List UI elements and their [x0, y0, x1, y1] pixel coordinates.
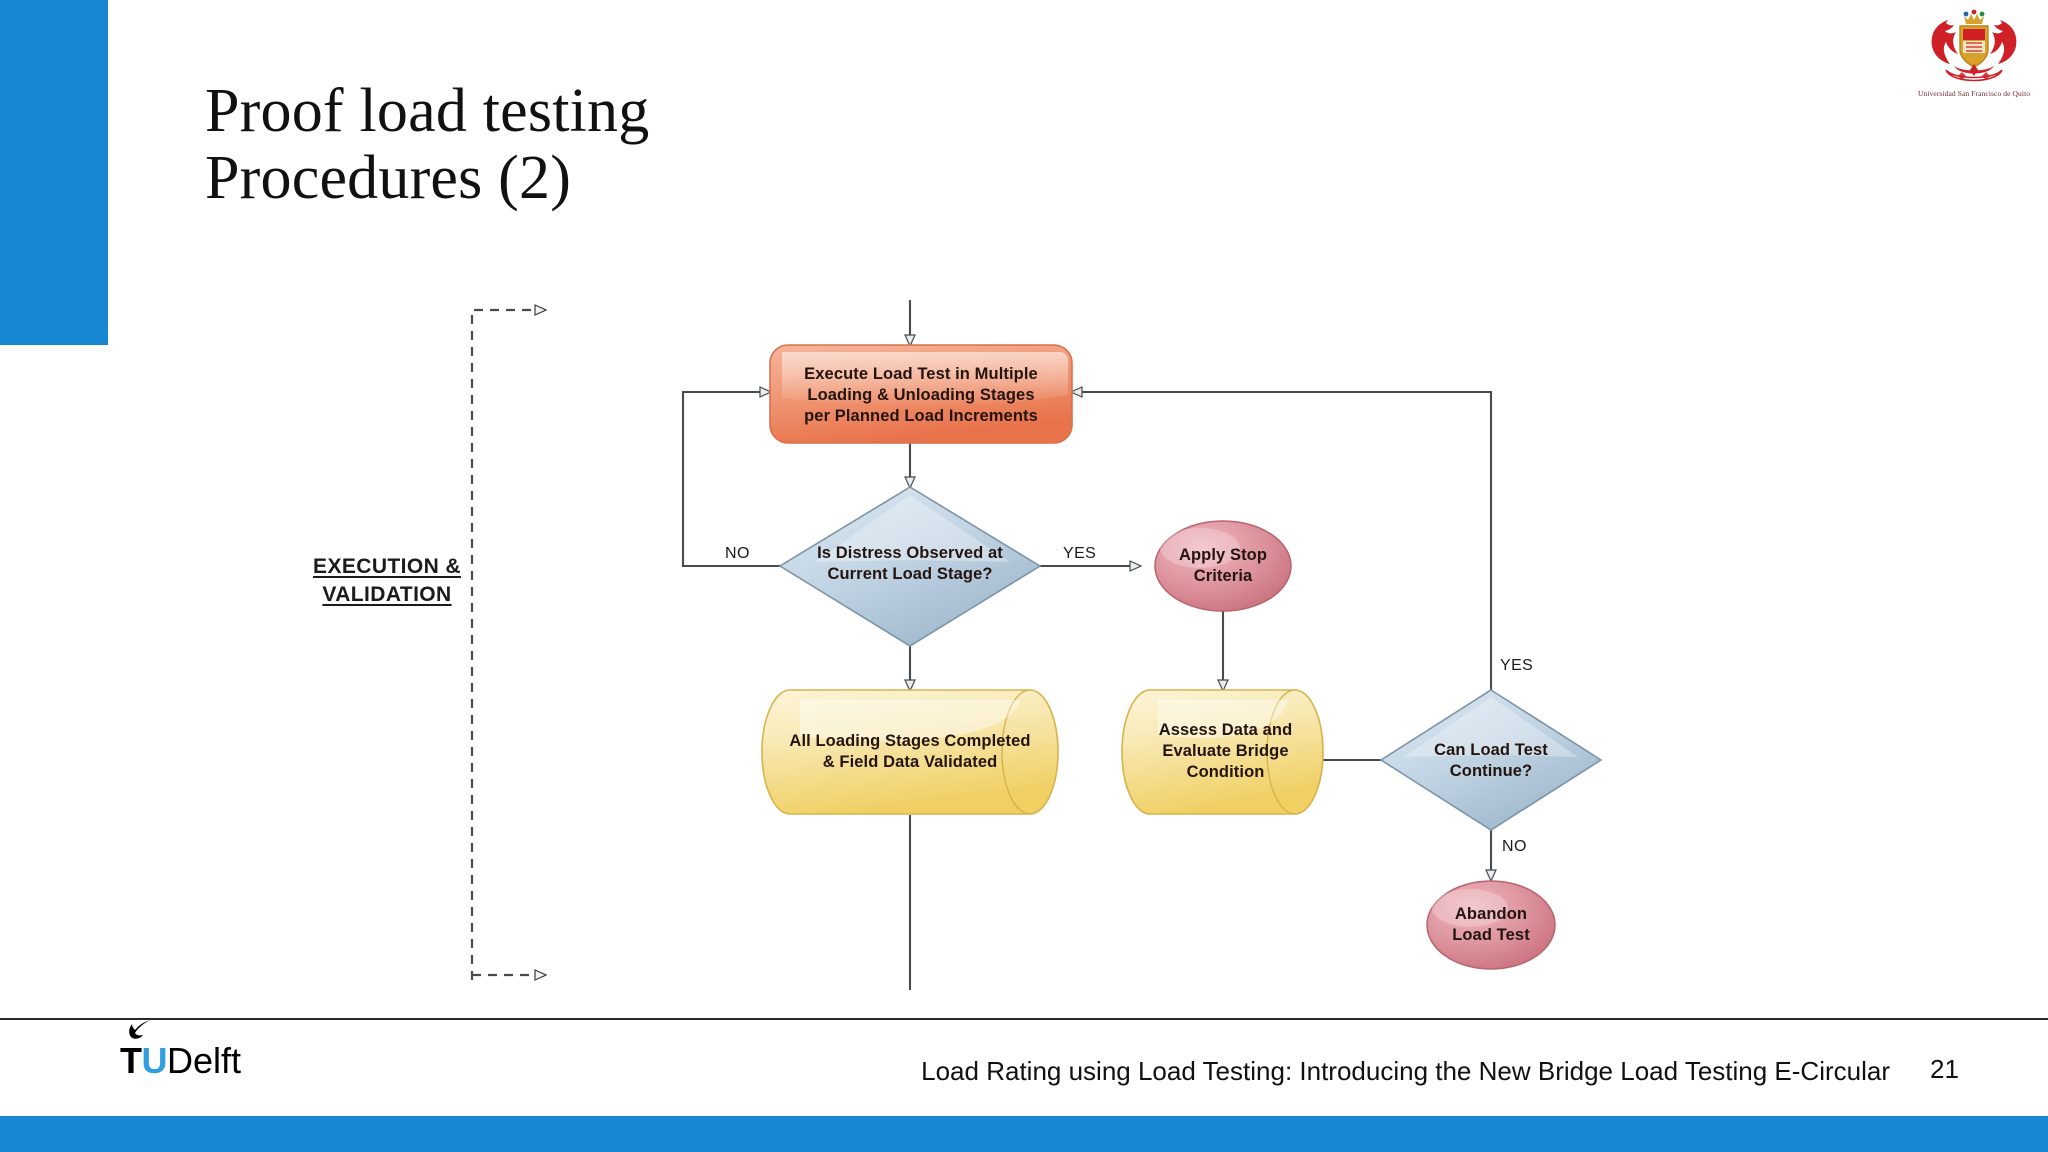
edge-distress-no-loop [681, 392, 780, 568]
left-accent-bar [0, 0, 108, 345]
page-title: Proof load testing Procedures (2) [205, 77, 650, 212]
tudelft-logo: TUDelft [120, 1040, 241, 1084]
edge-label-continue-yes: YES [1500, 657, 1534, 674]
node-label-can-load-test-continue: Can Load Test Continue? [1434, 741, 1548, 781]
tud-flame-icon [129, 1020, 150, 1039]
edge-label-continue-no: NO [1502, 838, 1527, 855]
node-label-execute-load-test: Execute Load Test in Multiple Loading & … [804, 365, 1038, 426]
page-number: 21 [1930, 1054, 1959, 1084]
node-label-all-loading-stages-completed: All Loading Stages Completed & Field Dat… [789, 732, 1031, 772]
node-label-is-distress-observed: Is Distress Observed at Current Load Sta… [817, 544, 1003, 584]
stage-label-line-1: EXECUTION & [313, 555, 461, 578]
university-name: Universidad San Francisco de Quito [1918, 89, 2031, 98]
stage-label-line-2: VALIDATION [322, 582, 452, 606]
node-label-abandon-load-test: Abandon Load Test [1452, 905, 1530, 945]
tudelft-logo-delft: Delft [167, 1040, 242, 1081]
stage-label-execution-validation: EXECUTION & VALIDATION [272, 553, 502, 608]
edge-continue-yes-loop [1072, 392, 1493, 690]
footer-title: Load Rating using Load Testing: Introduc… [921, 1056, 1890, 1086]
tudelft-logo-u: U [141, 1040, 168, 1081]
node-label-apply-stop-criteria: Apply Stop Criteria [1178, 546, 1268, 586]
university-logo: Universidad San Francisco de Quito [1918, 4, 2030, 108]
footer-divider [0, 1018, 2048, 1020]
bottom-accent-bar [0, 1116, 2048, 1152]
stage-bracket-dashed [470, 310, 545, 980]
tudelft-logo-t: T [120, 1040, 142, 1081]
university-crest-icon [1931, 9, 2017, 82]
edge-label-distress-yes: YES [1063, 545, 1097, 562]
edge-label-distress-no: NO [725, 545, 750, 562]
node-label-assess-data-evaluate-bridge: Assess Data and Evaluate Bridge Conditio… [1158, 721, 1293, 782]
